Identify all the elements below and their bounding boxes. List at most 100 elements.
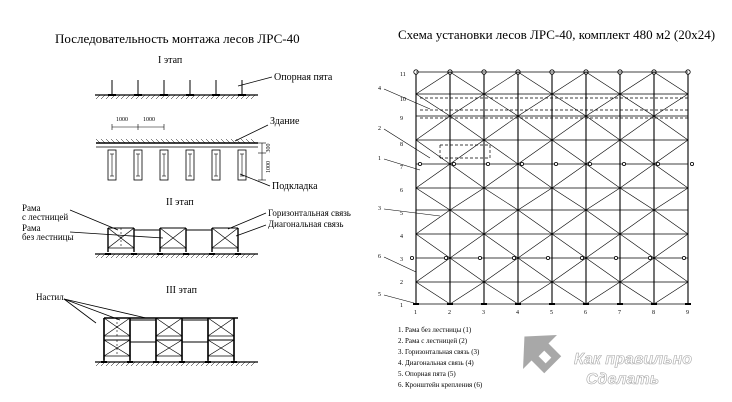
diagonal-brace	[155, 317, 183, 337]
scheme-diagonal	[619, 209, 655, 235]
scheme-diagonal	[585, 163, 621, 189]
scheme-joint	[580, 255, 585, 260]
scheme-diagonal	[653, 233, 689, 259]
scheme-diagonal	[449, 115, 485, 141]
scheme-joint	[622, 161, 627, 166]
scheme-diagonal	[415, 139, 451, 165]
col-4: 4	[516, 310, 519, 316]
scheme-diagonal	[653, 93, 689, 117]
scheme-diagonal	[585, 209, 621, 235]
scheme-diagonal	[551, 93, 587, 117]
scheme-diagonal	[483, 187, 519, 211]
col-6: 6	[584, 310, 587, 316]
frames-stage-3	[101, 317, 238, 363]
callout-1: 1	[378, 156, 381, 162]
scheme-diagonal	[517, 93, 553, 117]
scheme-diagonal	[449, 257, 485, 283]
scheme-diagonal	[415, 187, 451, 211]
scheme-diagonal	[619, 233, 655, 259]
scheme-joint	[520, 161, 525, 166]
house-logo-icon	[523, 335, 562, 374]
scheme-diagonal	[517, 139, 553, 165]
right-title: Схема установки лесов ЛРС-40, комплект 4…	[398, 27, 715, 42]
scheme-diagonal	[619, 257, 655, 283]
col-9: 9	[686, 310, 689, 316]
diagonal-brace	[155, 339, 183, 357]
scheme-diagonal	[483, 233, 519, 259]
leader-base	[237, 76, 273, 87]
row-9: 9	[400, 116, 403, 122]
scheme-diagonal	[517, 257, 553, 283]
col-1: 1	[414, 310, 417, 316]
scheme-diagonal	[619, 93, 655, 117]
stage-3: III этап Настил	[36, 285, 258, 367]
label-frame-noladder-1: Рама	[22, 223, 41, 233]
scheme-joint	[417, 161, 422, 166]
legend-item-1: 1. Рама без лестницы (1)	[398, 326, 472, 334]
row-6: 6	[400, 188, 403, 194]
scheme-diagonal	[551, 115, 587, 141]
scheme-diagonal	[653, 209, 689, 235]
scheme-diagonal	[653, 139, 689, 165]
scheme-joint	[477, 255, 482, 260]
label-base-plate: Опорная пята	[274, 72, 333, 83]
scheme-diagonal	[449, 187, 485, 211]
scheme-joint	[512, 255, 517, 260]
label-diagonal-brace: Диагональная связь	[268, 219, 344, 229]
scheme-diagonal	[619, 71, 655, 95]
scheme-diagonal	[483, 115, 519, 141]
scheme-diagonal	[483, 93, 519, 117]
scheme-diagonal	[619, 115, 655, 141]
legend-item-3: 3. Горизонтальная связь (3)	[398, 348, 480, 356]
ground-hatch-1	[95, 94, 256, 100]
row-8: 8	[400, 142, 403, 148]
scheme-joint	[656, 161, 661, 166]
stage-2: II этап Рама с лестницей Рама без лестни…	[22, 197, 351, 259]
pad-rect	[107, 149, 117, 181]
scheme-diagonal	[415, 209, 451, 235]
pad-rect	[159, 149, 169, 181]
stage-1-title: I этап	[158, 55, 183, 66]
scheme-diagonal	[483, 209, 519, 235]
scheme-diagonal	[449, 233, 485, 259]
scheme-diagonal	[551, 233, 587, 259]
col-3: 3	[482, 310, 485, 316]
scheme-diagonal	[653, 257, 689, 283]
label-pad: Подкладка	[272, 181, 318, 192]
scheme-diagonal	[415, 281, 451, 305]
scheme-grid	[409, 69, 695, 305]
scheme-joint	[485, 161, 490, 166]
scheme-diagonal	[517, 187, 553, 211]
watermark: Как правильно Сделать	[523, 335, 693, 388]
scheme-diagonal	[653, 71, 689, 95]
callout-3: 3	[378, 206, 381, 212]
leader-pad	[239, 173, 271, 187]
scheme-diagonal	[449, 71, 485, 95]
legend-item-6: 6. Кронштейн крепления (6)	[398, 381, 483, 389]
scheme-diagonal	[551, 209, 587, 235]
scheme-joint	[690, 161, 695, 166]
scheme-diagonal	[517, 115, 553, 141]
row-2: 2	[400, 280, 403, 286]
pad-rect	[211, 149, 221, 181]
scheme-diagonal	[449, 139, 485, 165]
scheme-diagonal	[483, 257, 519, 283]
col-7: 7	[618, 310, 621, 316]
scheme-diagonal	[551, 281, 587, 305]
stage-2-title: II этап	[166, 197, 194, 208]
pads-plan	[107, 149, 247, 181]
label-frame-ladder-2: с лестницей	[22, 212, 68, 222]
dim-1000-b: 1000	[143, 117, 155, 123]
legend-item-5: 5. Опорная пята (5)	[398, 370, 456, 378]
legend-item-2: 2. Рама с лестницей (2)	[398, 337, 468, 345]
scheme-diagonal	[517, 233, 553, 259]
scheme-diagonal	[585, 93, 621, 117]
col-5: 5	[550, 310, 553, 316]
watermark-line-1: Как правильно	[574, 351, 692, 368]
row-3: 3	[400, 257, 403, 263]
scheme-diagonal	[619, 139, 655, 165]
row-10: 10	[400, 97, 406, 103]
col-2: 2	[448, 310, 451, 316]
col-8: 8	[652, 310, 655, 316]
dim-1000-a: 1000	[116, 117, 128, 123]
